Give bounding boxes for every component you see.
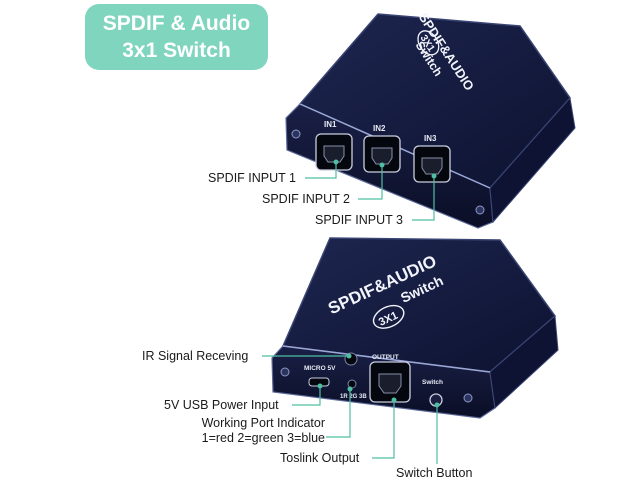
optical-port-in3 bbox=[413, 145, 451, 183]
port-label-in2: IN2 bbox=[373, 124, 386, 133]
port-label-in3: IN3 bbox=[424, 134, 437, 143]
indicator-port-label: 1R 2G 3B bbox=[340, 394, 367, 400]
optical-port-in1 bbox=[315, 133, 353, 171]
title-line-1: SPDIF & Audio bbox=[102, 12, 251, 35]
callout-ir-signal: IR Signal Receving bbox=[142, 349, 249, 363]
port-label-in1: IN1 bbox=[324, 120, 337, 129]
screw-icon bbox=[463, 393, 473, 403]
optical-port-in2 bbox=[363, 135, 401, 173]
device-input-side: IN1 IN2 IN3 SPDIF&AUDIO Switch 3X1 bbox=[285, 10, 576, 229]
callout-spdif-input-3: SPDIF INPUT 3 bbox=[315, 213, 403, 227]
callout-lines bbox=[262, 159, 440, 464]
callout-switch-button: Switch Button bbox=[396, 466, 473, 480]
device-output-side: MICRO 5V OUTPUT Switch 1R 2G 3B SPDIF&AU… bbox=[271, 237, 559, 419]
title-line-2: 3x1 Switch bbox=[122, 39, 231, 62]
callout-spdif-input-2: SPDIF INPUT 2 bbox=[262, 192, 350, 206]
micro-5v-label: MICRO 5V bbox=[304, 365, 336, 372]
switch-port-label: Switch bbox=[422, 379, 443, 386]
output-label: OUTPUT bbox=[372, 354, 399, 361]
optical-port-output bbox=[369, 361, 411, 403]
screw-icon bbox=[291, 129, 301, 139]
callout-spdif-input-1: SPDIF INPUT 1 bbox=[208, 171, 296, 185]
screw-icon bbox=[280, 367, 290, 377]
callout-indicator-colors: 1=red 2=green 3=blue bbox=[201, 431, 325, 445]
callout-toslink-output: Toslink Output bbox=[280, 451, 360, 465]
callout-usb-power: 5V USB Power Input bbox=[164, 398, 279, 412]
screw-icon bbox=[475, 205, 485, 215]
callout-indicator-title: Working Port Indicator bbox=[201, 416, 325, 430]
title-badge: SPDIF & Audio 3x1 Switch bbox=[85, 4, 268, 70]
callout-indicator: Working Port Indicator 1=red 2=green 3=b… bbox=[190, 416, 325, 446]
